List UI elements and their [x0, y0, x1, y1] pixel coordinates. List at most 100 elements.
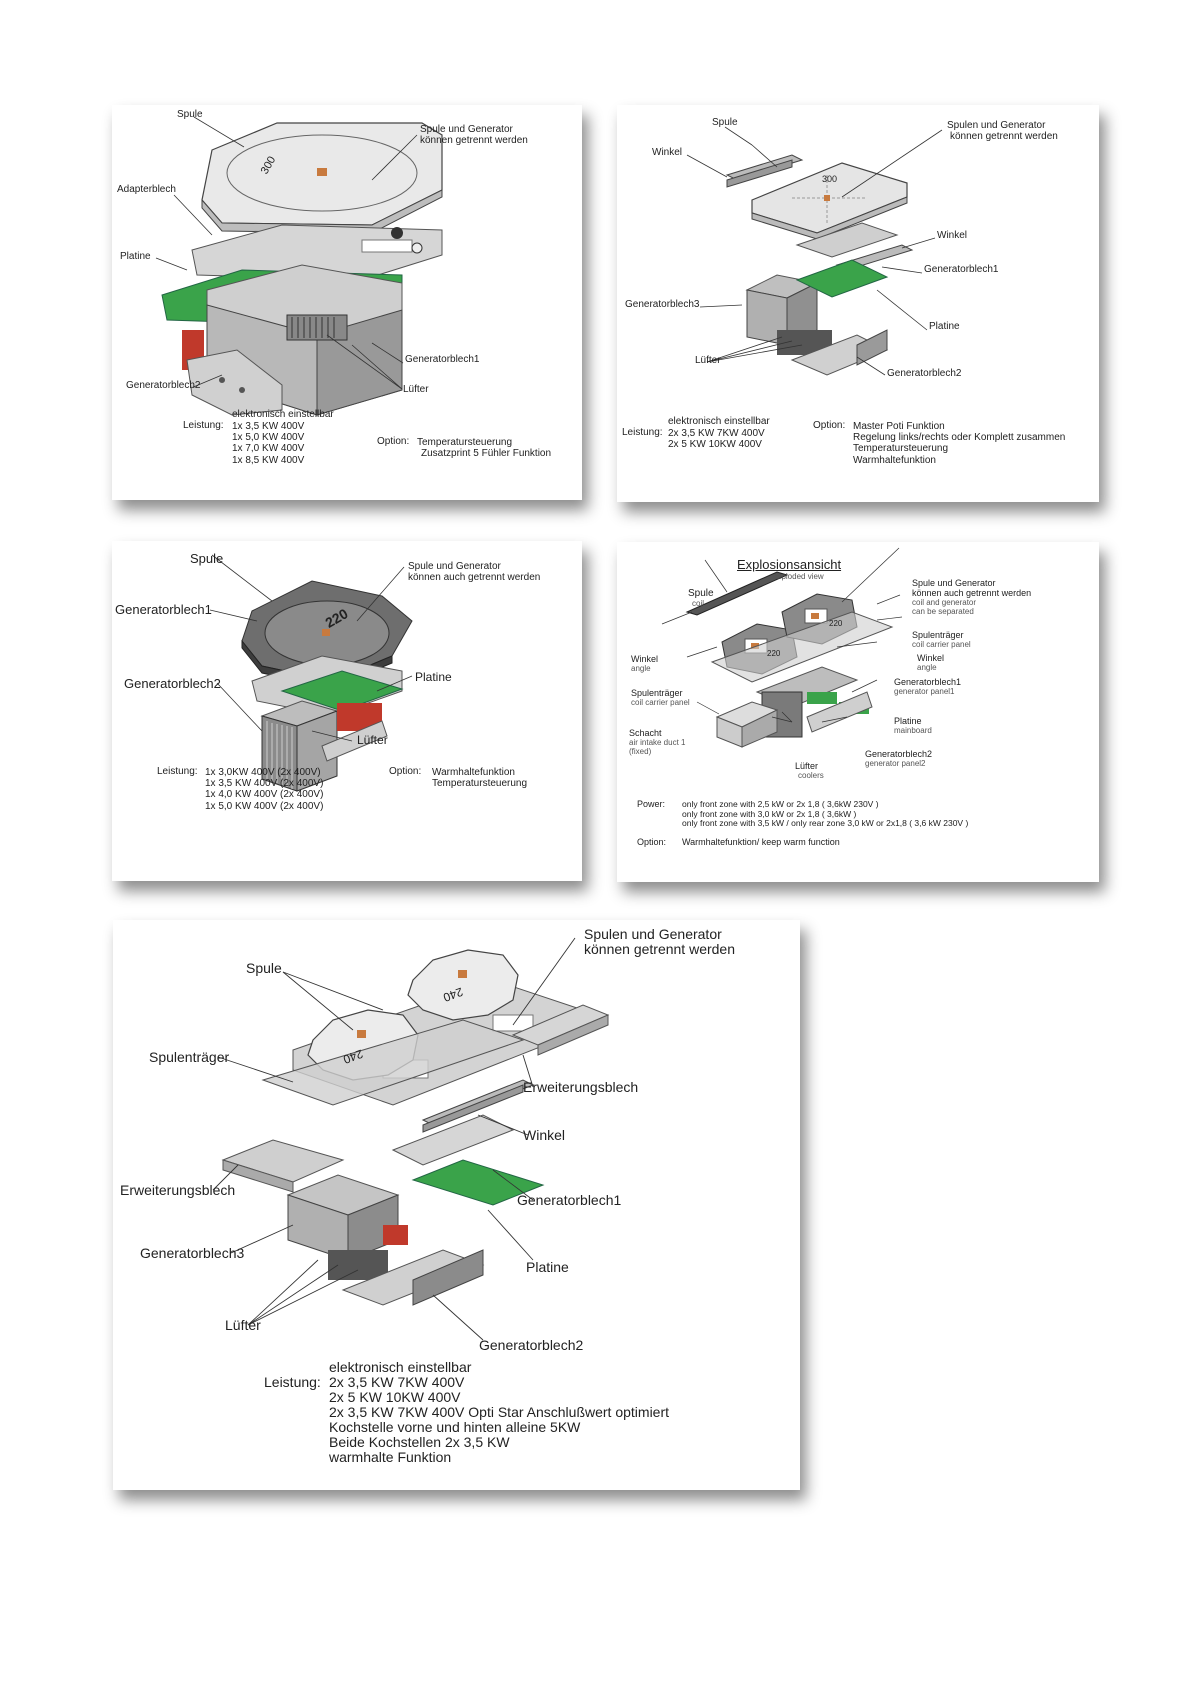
spec-line: 1x 3,0KW 400V (2x 400V): [205, 767, 321, 778]
label-spule: Spule: [688, 588, 714, 599]
label-winkel: Winkel: [523, 1127, 566, 1143]
spec-line: Kochstelle vorne und hinten alleine 5KW: [329, 1419, 581, 1435]
label-generatorblech1: Generatorblech1: [405, 354, 480, 365]
label-spulentraeger-left-en: coil carrier panel: [631, 698, 690, 707]
spec-line: 1x 7,0 KW 400V: [232, 443, 305, 455]
option-label: Option:: [813, 420, 846, 431]
coil-number-b: 220: [829, 619, 843, 628]
spec-leistung-label: Leistung:: [264, 1374, 321, 1390]
label-spule: Spule: [246, 960, 282, 976]
label-note-1: Spule und Generator: [912, 578, 996, 588]
label-platine: Platine: [415, 670, 452, 684]
spec-lines: 1x 3,5 KW 400V 1x 5,0 KW 400V 1x 7,0 KW …: [232, 421, 304, 466]
spec-line: 1x 5,0 KW 400V (2x 400V): [205, 800, 324, 812]
label-note-2: können auch getrennt werden: [408, 572, 541, 583]
option-line: Warmhaltefunktion: [432, 767, 515, 778]
label-generatorblech2: Generatorblech2: [479, 1337, 584, 1353]
label-spule: Spule: [190, 551, 224, 566]
label-winkel-left-en: angle: [631, 664, 651, 673]
label-generatorblech2: Generatorblech2: [124, 676, 221, 691]
label-platine: Platine: [894, 716, 922, 726]
label-generatorblech2: Generatorblech2: [126, 380, 201, 391]
power-line: only front zone with 3,0 kW or 2x 1,8 ( …: [682, 808, 857, 819]
option-line: Zusatzprint 5 Fühler Funktion: [421, 448, 552, 460]
label-winkel-right-en: angle: [917, 663, 937, 672]
label-generatorblech2-en: generator panel2: [865, 759, 926, 768]
label-generatorblech2: Generatorblech2: [865, 749, 933, 759]
label-platine: Platine: [929, 321, 960, 332]
spec-leistung-label: Leistung:: [183, 420, 224, 431]
option-line: Warmhaltefunktion: [853, 454, 936, 466]
option-lines: Master Poti Funktion Regelung links/rech…: [853, 421, 1065, 466]
label-generatorblech3: Generatorblech3: [625, 299, 700, 310]
exploded-drawing-5: [212, 937, 610, 1341]
label-note-1: Spule und Generator: [408, 561, 501, 572]
label-luefter: Lüfter: [403, 384, 429, 395]
spec-header: elektronisch einstellbar: [232, 409, 334, 420]
spec-header: elektronisch einstellbar: [668, 416, 770, 427]
label-note-2: können getrennt werden: [584, 941, 735, 957]
spec-line: 2x 3,5 KW 7KW 400V: [329, 1374, 465, 1390]
spec-line: 2x 3,5 KW 7KW 400V: [668, 428, 765, 439]
power-line: only front zone with 2,5 kW or 2x 1,8 ( …: [682, 799, 879, 809]
spec-leistung-label: Leistung:: [622, 427, 663, 438]
label-spulentraeger-right: Spulenträger: [912, 630, 964, 640]
label-luefter: Lüfter: [795, 761, 819, 771]
label-spule: Spule: [177, 109, 203, 120]
spec-line: 2x 5 KW 10KW 400V: [668, 439, 762, 451]
label-generatorblech1: Generatorblech1: [924, 264, 999, 275]
label-luefter-en: coolers: [798, 771, 824, 780]
label-platine: Platine: [526, 1259, 569, 1275]
coil-number-a: 220: [767, 649, 781, 658]
label-schacht-en1: air intake duct 1: [629, 738, 686, 747]
label-generatorblech1: Generatorblech1: [115, 602, 212, 617]
label-platine-en: mainboard: [894, 726, 932, 735]
label-note-1: Spulen und Generator: [584, 926, 722, 942]
coil-number: 300: [822, 174, 838, 184]
power-lines: only front zone with 2,5 kW or 2x 1,8 ( …: [682, 799, 968, 829]
label-generatorblech3: Generatorblech3: [140, 1245, 245, 1261]
label-note-4: can be separated: [912, 607, 974, 616]
option-line: Regelung links/rechts oder Komplett zusa…: [853, 432, 1066, 444]
exploded-drawing-2: [686, 126, 943, 376]
label-erweiterungsblech-right: Erweiterungsblech: [523, 1079, 639, 1095]
label-generatorblech1: Generatorblech1: [894, 677, 962, 687]
label-note-2: können getrennt werden: [420, 135, 528, 146]
option-line: Temperatursteuerung: [432, 778, 528, 790]
label-winkel-right: Winkel: [937, 230, 968, 241]
spec-line: 1x 3,5 KW 400V: [232, 421, 305, 432]
spec-line: 1x 3,5 KW 400V (2x 400V): [205, 778, 324, 790]
option-label: Option:: [377, 436, 410, 447]
label-winkel-left: Winkel: [631, 654, 659, 664]
option-line: Master Poti Funktion: [853, 421, 945, 432]
label-spulentraeger: Spulenträger: [149, 1049, 230, 1065]
label-note-3: coil and generator: [912, 598, 977, 607]
option-line: Temperatursteuerung: [853, 443, 949, 455]
label-luefter: Lüfter: [357, 733, 388, 747]
spec-line: Beide Kochstellen 2x 3,5 KW: [329, 1434, 510, 1450]
spec-lines: 1x 3,0KW 400V (2x 400V) 1x 3,5 KW 400V (…: [205, 767, 323, 812]
label-adapterblech: Adapterblech: [117, 184, 176, 195]
label-generatorblech2: Generatorblech2: [887, 368, 962, 379]
exploded-drawing-3: [209, 554, 413, 792]
panel-explosionsansicht: Explosionsansicht exploded view Spule co…: [617, 542, 1099, 882]
label-winkel-left: Winkel: [652, 147, 683, 158]
panel-single-coil-300: Spule Spule und Generator können getrenn…: [112, 105, 582, 500]
spec-line: 2x 3,5 KW 7KW 400V Opti Star Anschlußwer…: [329, 1404, 670, 1420]
label-platine: Platine: [120, 251, 151, 262]
spec-line: warmhalte Funktion: [329, 1449, 452, 1465]
label-note-1: Spule und Generator: [420, 124, 513, 135]
spec-line: 1x 8,5 KW 400V: [232, 454, 305, 466]
spec-lines: 2x 3,5 KW 7KW 400V 2x 5 KW 10KW 400V: [668, 428, 765, 450]
option-label: Option:: [637, 837, 667, 847]
spec-line: 1x 4,0 KW 400V (2x 400V): [205, 789, 324, 801]
panel-double-coil-240: Spule Spulen und Generator können getren…: [113, 920, 800, 1490]
label-luefter: Lüfter: [225, 1317, 261, 1333]
option-line: Temperatursteuerung: [417, 437, 513, 448]
title: Explosionsansicht: [737, 557, 842, 572]
option-text: Warmhaltefunktion/ keep warm function: [682, 837, 840, 847]
label-spulentraeger-left: Spulenträger: [631, 688, 683, 698]
label-note-2: können getrennt werden: [950, 131, 1058, 142]
panel-double-coil-300: Spule Spulen und Generator können getren…: [617, 105, 1099, 502]
option-label: Option:: [389, 766, 422, 777]
